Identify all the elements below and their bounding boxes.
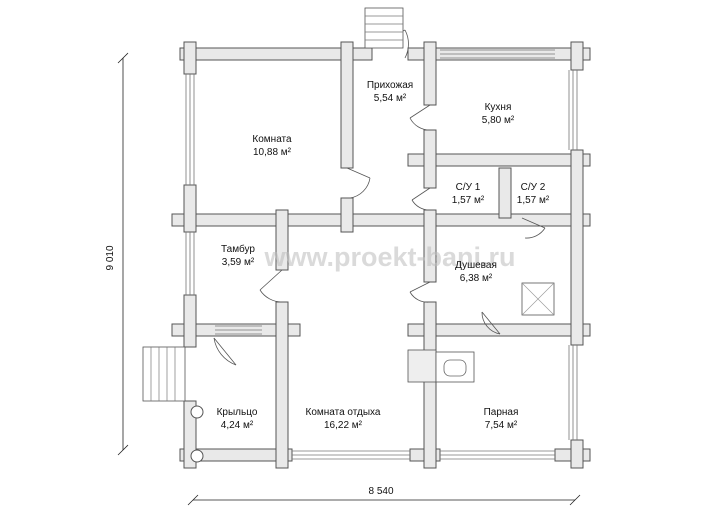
door-shower <box>409 281 431 303</box>
room-dushevaya: Душевая 6,38 м² <box>455 260 497 284</box>
wall-segment <box>183 184 197 233</box>
shower-tray-icon <box>521 282 555 316</box>
window-right-sauna <box>568 345 578 440</box>
room-su2: С/У 2 1,57 м² <box>517 182 550 206</box>
stairs-left <box>142 346 186 402</box>
door-su2 <box>521 217 546 239</box>
room-krylco: Крыльцо 4,24 м² <box>217 407 258 431</box>
room-area: 5,54 м² <box>374 93 407 104</box>
wall-segment <box>183 41 197 75</box>
room-area: 5,80 м² <box>482 115 515 126</box>
wall-segment <box>498 167 512 219</box>
room-area: 16,22 м² <box>324 420 363 431</box>
window-bottom-rest <box>292 450 410 460</box>
dimension-horizontal: 8 540 <box>187 486 581 506</box>
walls <box>171 41 591 469</box>
room-name: Тамбур <box>221 243 255 255</box>
room-area: 10,88 м² <box>253 147 292 158</box>
door-komnata <box>346 167 371 199</box>
room-parnaya: Парная 7,54 м² <box>484 407 519 431</box>
dimension-vertical: 9 010 <box>105 52 129 456</box>
room-name: Прихожая <box>367 80 413 91</box>
porch-posts <box>190 405 204 463</box>
window-left-komnata <box>185 74 195 185</box>
room-area: 1,57 м² <box>517 195 550 206</box>
door-hallway-kitchen <box>409 104 431 131</box>
room-name: Парная <box>484 407 519 418</box>
wall-segment <box>179 47 373 61</box>
wall-segment <box>340 197 354 233</box>
door-porch <box>213 337 237 366</box>
room-name: С/У 1 <box>456 182 481 193</box>
room-name: Крыльцо <box>217 407 258 418</box>
dimension-height-label: 9 010 <box>105 245 116 270</box>
room-name: Комната отдыха <box>306 407 381 418</box>
room-labels: Прихожая 5,54 м² Кухня 5,80 м² Комната 1… <box>217 80 550 431</box>
room-komnata: Комната 10,88 м² <box>252 134 292 158</box>
room-name: С/У 2 <box>521 182 546 193</box>
wall-segment <box>340 41 354 169</box>
room-area: 1,57 м² <box>452 195 485 206</box>
wall-segment <box>423 301 437 469</box>
wall-segment <box>183 294 197 348</box>
dimension-width-label: 8 540 <box>368 486 393 497</box>
room-area: 7,54 м² <box>485 420 518 431</box>
room-tambur: Тамбур 3,59 м² <box>221 243 255 268</box>
wall-segment <box>570 439 584 469</box>
room-su1: С/У 1 1,57 м² <box>452 182 485 206</box>
wall-segment <box>407 323 591 337</box>
door-su1 <box>411 187 431 211</box>
window-left-tambur <box>185 232 195 295</box>
room-kuhnya: Кухня 5,80 м² <box>482 102 515 126</box>
room-name: Комната <box>252 134 292 145</box>
window-bottom-sauna <box>440 450 555 460</box>
stairs-top <box>364 7 404 49</box>
wall-segment <box>407 153 591 167</box>
room-prihozhaya: Прихожая 5,54 м² <box>367 80 413 104</box>
window-top-kitchen <box>440 49 555 59</box>
room-area: 6,38 м² <box>460 273 493 284</box>
doors <box>213 29 546 366</box>
room-komnata-otdyha: Комната отдыха 16,22 м² <box>306 407 381 431</box>
room-area: 4,24 м² <box>221 420 254 431</box>
watermark-text: www.proekt-bani.ru <box>263 242 515 272</box>
windows <box>185 49 578 460</box>
wall-segment <box>570 149 584 346</box>
wall-segment <box>275 301 289 469</box>
door-tambur-rest <box>259 269 283 303</box>
room-area: 3,59 м² <box>222 257 255 268</box>
window-top-tambur <box>215 325 262 335</box>
room-name: Душевая <box>455 260 497 271</box>
wall-segment <box>570 41 584 71</box>
stove-icon <box>407 349 475 383</box>
room-name: Кухня <box>485 102 512 113</box>
wall-segment <box>423 129 437 189</box>
wall-segment <box>423 41 437 106</box>
door-sauna <box>481 311 501 335</box>
window-right-kitchen <box>568 70 578 150</box>
